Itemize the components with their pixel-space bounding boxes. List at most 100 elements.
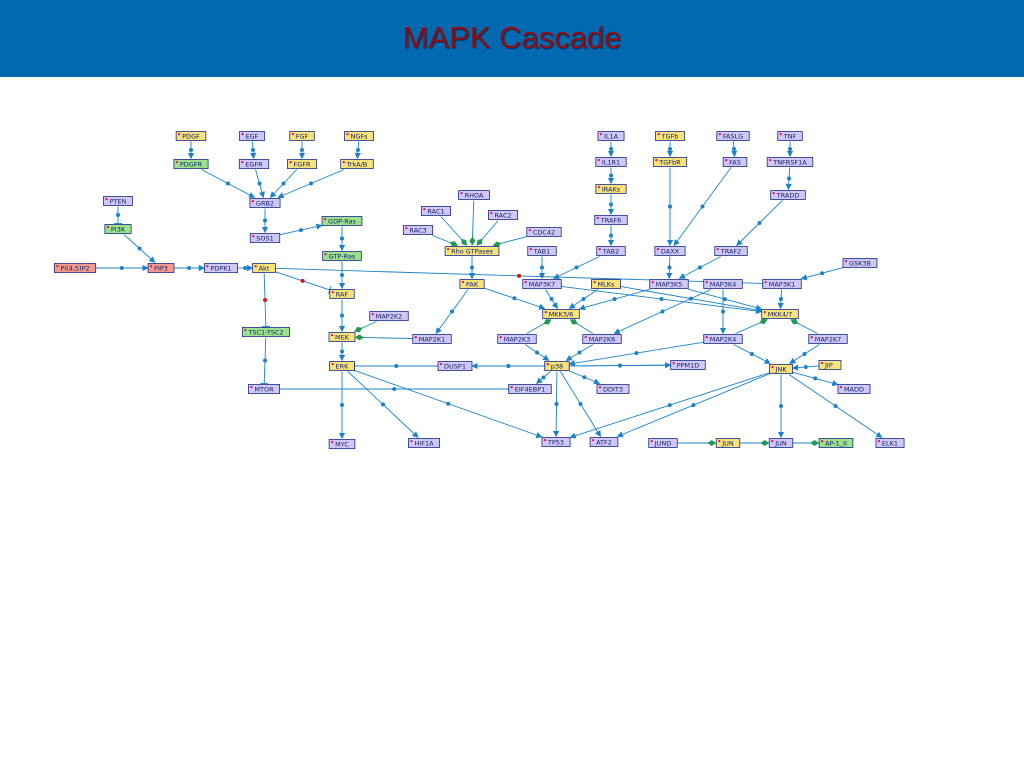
node-madd[interactable]: MADD [837,384,871,394]
node-map2k3[interactable]: MAP2K3 [497,334,537,344]
node-label: AP-1_II [825,439,847,447]
node-tnf[interactable]: TNF [777,131,803,141]
node-cdc42[interactable]: CDC42 [526,227,562,237]
node-daxx[interactable]: DAXX [654,246,686,256]
node-marker-dot [705,336,708,339]
node-il1a[interactable]: IL1A [597,131,625,141]
node-egf[interactable]: EGF [239,131,265,141]
node-pi-4-5-p2[interactable]: PI(4,5)P2 [53,263,97,273]
node-akt[interactable]: Akt [252,263,276,273]
node-eif4ebp1[interactable]: EIF4EBP1 [508,384,552,394]
node-il1r1[interactable]: IL1R1 [595,157,627,167]
edge-daxx-to-map3k5 [666,256,673,280]
node-pak[interactable]: PAK [459,279,485,289]
node-tab2[interactable]: TAB2 [596,246,626,256]
node-elk1[interactable]: ELK1 [875,438,905,448]
node-raf[interactable]: RAF [329,289,355,299]
node-traf2[interactable]: TRAF2 [714,246,748,256]
node-pdpk1[interactable]: PDPK1 [203,263,239,273]
node-mkk3-6[interactable]: MKK3/6 [542,309,580,319]
edge-midpoint-dot [450,309,454,314]
node-mtor[interactable]: MTOR [247,384,281,394]
node-tsc1-tsc2[interactable]: TSC1-TSC2 [241,327,291,337]
node-rhoa[interactable]: RHOA [458,190,490,200]
node-map2k1[interactable]: MAP2K1 [412,334,452,344]
complex-diamond [449,241,458,247]
node-jun[interactable]: JUN [715,438,741,448]
node-traf6[interactable]: TRAF6 [594,215,628,225]
node-trka-b[interactable]: TrkA/B [340,159,374,169]
node-map3k1[interactable]: MAP3K1 [762,279,802,289]
node-jun[interactable]: JUN [768,438,794,448]
complex-diamond [707,440,717,446]
node-hif1a[interactable]: HIF1A [408,438,440,448]
node-gtp-ras[interactable]: GTP-Ras [322,251,362,261]
node-ppm1d[interactable]: PPM1D [670,360,706,370]
node-rac1[interactable]: RAC1 [420,206,452,216]
node-mkk4-7[interactable]: MKK4/7 [761,309,799,319]
node-box [768,438,794,448]
node-pi3k[interactable]: PI3K [104,224,132,234]
node-grb2[interactable]: GRB2 [249,198,281,208]
node-pdgf[interactable]: PDGF [175,131,207,141]
node-tradd[interactable]: TRADD [770,190,806,200]
edge-midpoint-dot [820,271,825,276]
node-map2k7[interactable]: MAP2K7 [808,334,848,344]
node-pip3[interactable]: PIP3 [147,263,175,273]
edge-tradd-to-traf2 [736,200,783,246]
node-atf2[interactable]: ATF2 [589,437,619,447]
node-box [508,384,552,394]
node-faslg[interactable]: FASLG [716,131,750,141]
edge-midpoint-dot [668,147,672,151]
node-ddit3[interactable]: DDIT3 [596,384,630,394]
node-rac3[interactable]: RAC3 [402,225,434,235]
node-tgfb[interactable]: TGFb [655,131,685,141]
node-box [842,258,878,268]
node-mek[interactable]: MEK [328,332,356,342]
node-mlks[interactable]: MLKs [591,279,621,289]
node-ap-1-ii[interactable]: AP-1_II [818,438,854,448]
node-erk[interactable]: ERK [329,361,355,371]
node-sos1[interactable]: SOS1 [249,233,281,243]
node-dusp1[interactable]: DUSP1 [437,361,473,371]
node-jip[interactable]: JIP [818,360,842,370]
edge-jnk-to-junp [777,374,785,439]
edge-p38-to-ddit3 [569,370,601,385]
node-map2k2[interactable]: MAP2K2 [369,311,409,321]
node-label: ERK [336,362,350,370]
edge-midpoint-dot [517,273,522,278]
node-p38[interactable]: p38 [544,361,570,371]
node-egfr[interactable]: EGFR [238,159,270,169]
node-label: TNFRSF1A [772,158,807,166]
node-map2k4[interactable]: MAP2K4 [703,334,743,344]
node-pten[interactable]: PTEN [103,196,133,206]
node-fgf[interactable]: FGF [289,131,315,141]
node-map2k6[interactable]: MAP2K6 [582,334,622,344]
node-label: TGFb [661,132,679,140]
node-gsk3b[interactable]: GSK3B [842,258,878,268]
node-gdp-ras[interactable]: GDP-Ras [321,216,363,226]
node-iraks[interactable]: IRAKs [595,184,627,194]
node-fas[interactable]: FAS [722,157,748,167]
node-tp53[interactable]: TP53 [541,437,571,447]
node-tab1[interactable]: TAB1 [527,246,557,256]
node-map3k7[interactable]: MAP3K7 [522,279,562,289]
node-tgfbr[interactable]: TGFbR [652,157,688,167]
edge-iraks-to-traf6 [607,194,615,216]
node-map3k4[interactable]: MAP3K4 [703,279,743,289]
node-marker-dot [330,334,334,337]
node-rho-gtpases[interactable]: Rho GTPases [444,246,500,256]
node-marker-dot [718,133,721,136]
edge-jnk-to-madd [792,371,839,387]
node-myc[interactable]: MYC [328,439,356,449]
node-ngfs[interactable]: NGFs [344,131,374,141]
node-map3k5[interactable]: MAP3K5 [649,279,689,289]
node-pdgfr[interactable]: PDGFR [173,159,209,169]
edge-midpoint-dot [251,148,255,152]
node-rac2[interactable]: RAC2 [487,210,519,220]
node-jund[interactable]: JUND [648,438,678,448]
node-tnfrsf1a[interactable]: TNFRSF1A [766,157,814,167]
node-fgfr[interactable]: FGFR [287,159,317,169]
node-jnk[interactable]: JNK [769,364,793,374]
node-box [289,131,315,141]
